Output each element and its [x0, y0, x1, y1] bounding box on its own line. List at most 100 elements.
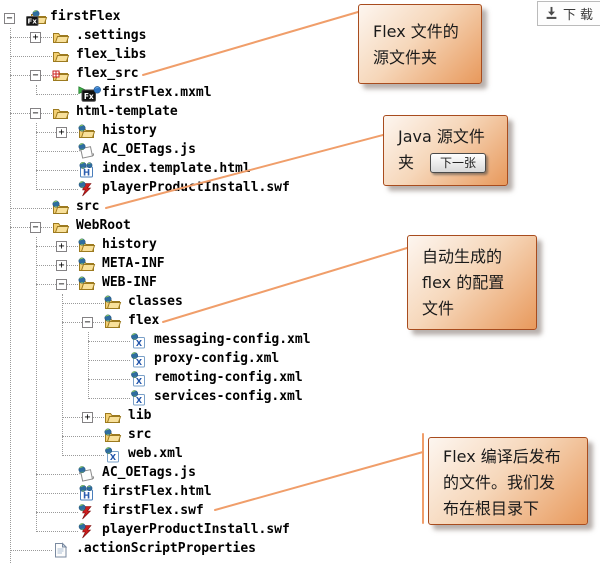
- tree-guide-stub: [88, 398, 130, 399]
- tree-item-label: messaging-config.xml: [154, 332, 311, 347]
- tree-item-label: classes: [128, 294, 183, 309]
- tree-item-label: remoting-config.xml: [154, 370, 303, 385]
- download-button-label: 下载: [562, 8, 597, 23]
- tree-guide-stub: [62, 455, 104, 456]
- tree-guide-stub: [10, 208, 52, 209]
- tree-item-label: flex_src: [76, 66, 139, 81]
- callout-text: 的文件。我们发: [443, 473, 556, 492]
- tree-guide-stub: [88, 341, 130, 342]
- tree-guide-stub: [10, 550, 52, 551]
- callout-flex-output-files: Flex 编译后发布 的文件。我们发 布在根目录下: [428, 437, 588, 525]
- tree-item-label: flex: [128, 313, 160, 328]
- flex-src-folder-icon: [52, 67, 76, 83]
- callout-text: 源文件夹: [373, 48, 438, 67]
- callout-text: 夹: [398, 153, 415, 172]
- callout-text: 布在根目录下: [443, 499, 540, 518]
- callout-text: Flex 文件的: [373, 22, 459, 41]
- web-folder-icon: [78, 257, 102, 273]
- tree-item-label: WebRoot: [76, 218, 131, 233]
- web-folder-icon: [104, 314, 128, 330]
- callout-text: flex 的配置: [422, 273, 505, 292]
- html-file-icon: [78, 162, 102, 178]
- tree-item-label: WEB-INF: [102, 275, 157, 290]
- next-image-button[interactable]: 下一张: [430, 153, 487, 173]
- mxml-file-icon: [78, 86, 102, 102]
- tree-expander-minus-icon[interactable]: −: [82, 316, 93, 328]
- tree-guide-stub: [36, 94, 78, 95]
- tree-item-label: history: [102, 237, 157, 252]
- tree-expander-plus-icon[interactable]: +: [82, 411, 93, 423]
- tree-expander-plus-icon[interactable]: +: [56, 240, 67, 252]
- web-folder-icon: [78, 124, 102, 140]
- tree-item-label: AC_OETags.js: [102, 465, 196, 480]
- tree-expander-plus-icon[interactable]: +: [56, 126, 67, 138]
- folder-icon: [52, 219, 76, 235]
- tree-guide-stub: [88, 360, 130, 361]
- web-folder-icon: [104, 295, 128, 311]
- tree-expander-plus-icon[interactable]: +: [30, 31, 41, 43]
- tree-expander-minus-icon[interactable]: −: [30, 69, 41, 81]
- callout-text: Flex 编译后发布: [443, 447, 561, 466]
- tree-guide: [36, 123, 37, 190]
- callout-java-src-folder: Java 源文件 夹 下一张: [383, 115, 508, 186]
- tree-guide: [88, 332, 89, 399]
- xml-file-icon: [130, 371, 154, 387]
- xml-file-icon: [104, 447, 128, 463]
- tree-item-label: firstFlex.html: [102, 484, 212, 499]
- tree-guide-stub: [36, 151, 78, 152]
- tree-item-label: firstFlex.swf: [102, 503, 204, 518]
- tree-item-label: META-INF: [102, 256, 165, 271]
- tree-expander-minus-icon[interactable]: −: [4, 12, 15, 24]
- xml-file-icon: [130, 390, 154, 406]
- tree-item-label: AC_OETags.js: [102, 142, 196, 157]
- tree-expander-plus-icon[interactable]: +: [56, 259, 67, 271]
- callout-flex-src-folder: Flex 文件的 源文件夹: [358, 4, 482, 84]
- tree-item-label: html-template: [76, 104, 178, 119]
- callout-flex-config-files: 自动生成的 flex 的配置 文件: [407, 235, 537, 330]
- folder-icon: [104, 409, 128, 425]
- tree-guide-stub: [36, 512, 78, 513]
- tree-expander-minus-icon[interactable]: −: [30, 221, 41, 233]
- flex-project-icon: [26, 10, 50, 26]
- tree-item-label: index.template.html: [102, 161, 251, 176]
- folder-icon: [52, 48, 76, 64]
- callout-text: Java 源文件: [398, 127, 485, 146]
- html-file-icon: [78, 485, 102, 501]
- web-folder-icon: [78, 276, 102, 292]
- tree-item-label: playerProductInstall.swf: [102, 180, 290, 195]
- tree-guide-stub: [36, 474, 78, 475]
- tree-item-label: firstFlex.mxml: [102, 85, 212, 100]
- tree-guide-stub: [62, 436, 104, 437]
- tree-item-label: services-config.xml: [154, 389, 303, 404]
- swf-file-icon: [78, 523, 102, 539]
- tree-guide: [62, 294, 63, 456]
- tree-expander-minus-icon[interactable]: −: [56, 278, 67, 290]
- folder-icon: [52, 29, 76, 45]
- xml-file-icon: [130, 352, 154, 368]
- web-folder-icon: [52, 200, 76, 216]
- tree-guide: [36, 237, 37, 532]
- tree-guide-stub: [62, 303, 104, 304]
- tree-item-label: playerProductInstall.swf: [102, 522, 290, 537]
- tree-expander-minus-icon[interactable]: −: [30, 107, 41, 119]
- tree-guide-stub: [36, 531, 78, 532]
- xml-file-icon: [130, 333, 154, 349]
- tree-guide: [10, 28, 11, 563]
- swf-file-icon: [78, 504, 102, 520]
- tree-guide: [36, 85, 37, 95]
- web-folder-icon: [104, 428, 128, 444]
- web-folder-icon: [78, 238, 102, 254]
- tree-item-label: history: [102, 123, 157, 138]
- tree-guide-stub: [36, 170, 78, 171]
- download-button[interactable]: 下载: [536, 1, 600, 26]
- download-icon: [546, 6, 557, 19]
- tree-item-label: flex_libs: [76, 47, 147, 62]
- folder-icon: [52, 105, 76, 121]
- callout-text: 自动生成的: [422, 247, 503, 266]
- callout-text: 文件: [422, 299, 455, 318]
- tree-guide-stub: [36, 189, 78, 190]
- tree-item-label: .settings: [76, 28, 147, 43]
- js-file-icon: [78, 143, 102, 159]
- tree-item-label: src: [76, 199, 100, 214]
